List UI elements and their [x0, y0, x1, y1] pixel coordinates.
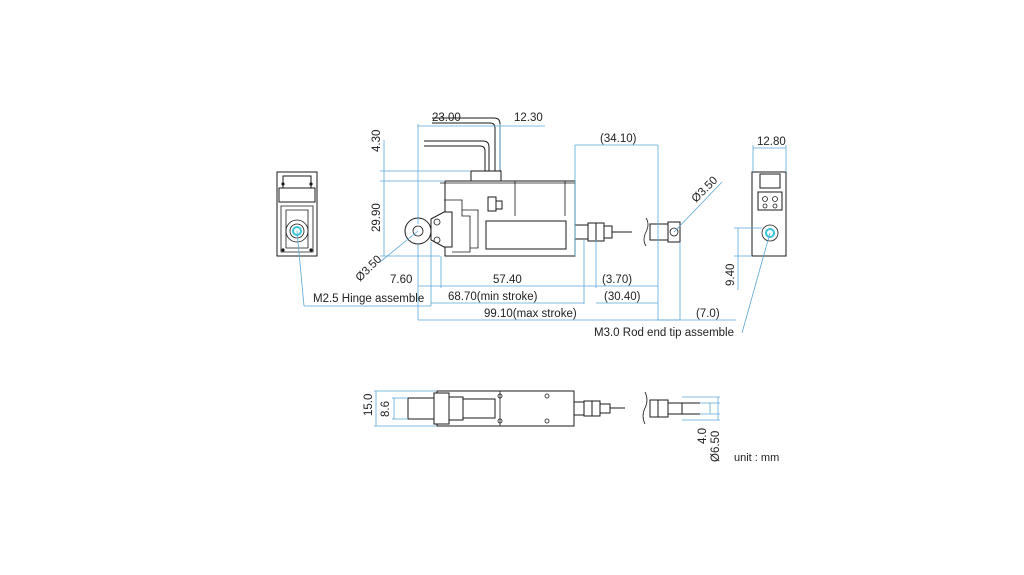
dim-29-90: 29.90	[371, 203, 383, 232]
dim-12-80: 12.80	[757, 136, 786, 148]
unit-label: unit : mm	[734, 452, 779, 464]
dim-9-40: 9.40	[725, 264, 737, 286]
dim-30-40: (30.40)	[604, 291, 641, 303]
dim-rod-dia-3-50: Ø3.50	[690, 174, 721, 205]
dim-12-30: 12.30	[514, 112, 543, 124]
dim-99-10: 99.10(max stroke)	[484, 308, 577, 320]
dim-hinge-dia-3-50: Ø3.50	[354, 253, 385, 284]
dim-23-00: 23.00	[432, 112, 461, 124]
dim-34-10: (34.10)	[600, 133, 637, 145]
dim-4-0: 4.0	[697, 428, 709, 444]
dim-8-6: 8.6	[380, 401, 392, 417]
dim-3-70: (3.70)	[602, 274, 632, 286]
dimension-labels: 23.00 12.30 4.30 29.90 (34.10) Ø3.50 Ø3.…	[354, 112, 786, 462]
bottom-view	[374, 390, 720, 427]
dim-7-0: (7.0)	[696, 308, 720, 320]
main-side-view	[404, 117, 681, 257]
dim-57-40: 57.40	[493, 274, 522, 286]
dim-68-70: 68.70(min stroke)	[448, 291, 538, 303]
dim-15-0: 15.0	[363, 394, 375, 416]
left-end-view	[276, 171, 431, 307]
rod-end-label: M3.0 Rod end tip assemble	[594, 327, 734, 339]
rod-hole-highlight	[765, 228, 775, 238]
main-view-dimensions	[379, 124, 736, 321]
right-end-view	[734, 145, 787, 334]
annotation-labels: M2.5 Hinge assemble M3.0 Rod end tip ass…	[313, 293, 779, 464]
hinge-label: M2.5 Hinge assemble	[313, 293, 424, 305]
dim-7-60: 7.60	[390, 274, 412, 286]
dim-4-30: 4.30	[371, 130, 383, 152]
dim-dia-6-50: Ø6.50	[710, 431, 722, 462]
